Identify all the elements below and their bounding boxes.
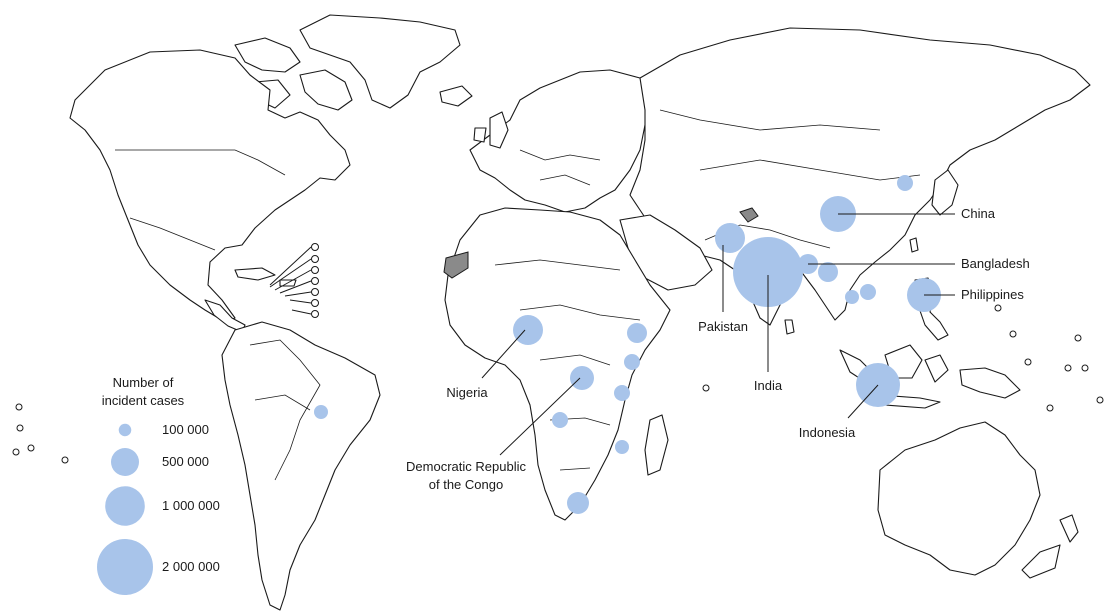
legend-label-2: 500 000 [162, 454, 209, 469]
bubble-south-africa [567, 492, 589, 514]
country-labels: China Bangladesh Philippines Pakistan In… [406, 206, 1030, 492]
bhutan-nepal-region [739, 207, 759, 223]
label-leaders [481, 213, 955, 456]
australia [877, 421, 1041, 576]
british-isles [473, 111, 509, 149]
africa [444, 207, 671, 521]
land-masses [69, 14, 1091, 611]
iceland [439, 85, 473, 107]
bubble-thailand [845, 290, 859, 304]
label-pakistan: Pakistan [698, 319, 748, 334]
greenland [299, 14, 461, 109]
bubble-tanzania [614, 385, 630, 401]
legend-bubble-2 [111, 448, 139, 476]
legend-items: 100 000 500 000 1 000 000 2 000 000 [97, 422, 220, 595]
bubble-drc [570, 366, 594, 390]
legend-title-line1: Number of [113, 375, 174, 390]
bubble-nigeria [513, 315, 543, 345]
legend-bubble-4 [97, 539, 153, 595]
bubble-myanmar [818, 262, 838, 282]
europe [469, 69, 651, 213]
bubble-angola [552, 412, 568, 428]
label-bangladesh: Bangladesh [961, 256, 1030, 271]
bubble-vietnam [860, 284, 876, 300]
incidence-bubbles [314, 175, 941, 514]
japan [931, 169, 959, 216]
taiwan [909, 237, 919, 253]
legend-title-line2: incident cases [102, 393, 185, 408]
south-america [221, 321, 381, 611]
label-drc-line1: Democratic Republic [406, 459, 526, 474]
leader-nigeria [481, 329, 526, 379]
legend-label-1: 100 000 [162, 422, 209, 437]
caribbean [234, 267, 297, 287]
bubble-pakistan [715, 223, 745, 253]
legend-label-3: 1 000 000 [162, 498, 220, 513]
new-zealand [1021, 514, 1079, 579]
bubble-korea [897, 175, 913, 191]
bubble-india [733, 237, 803, 307]
leader-drc [499, 377, 581, 456]
legend-bubble-3 [105, 486, 145, 526]
sri-lanka [784, 319, 795, 335]
western-sahara [443, 251, 469, 279]
legend-bubble-1 [118, 423, 132, 437]
label-india: India [754, 378, 783, 393]
label-philippines: Philippines [961, 287, 1024, 302]
label-nigeria: Nigeria [446, 385, 488, 400]
label-drc-line2: of the Congo [429, 477, 503, 492]
bubble-kenya [624, 354, 640, 370]
legend-label-4: 2 000 000 [162, 559, 220, 574]
island-markers [12, 243, 1104, 464]
label-china: China [961, 206, 996, 221]
caribbean-leaders [269, 246, 312, 315]
country-borders [115, 109, 921, 481]
bubble-mozambique [615, 440, 629, 454]
bubble-brazil [314, 405, 328, 419]
madagascar [644, 414, 669, 476]
label-indonesia: Indonesia [799, 425, 856, 440]
north-america [69, 49, 351, 323]
bubble-ethiopia [627, 323, 647, 343]
leader-indonesia [847, 384, 879, 419]
